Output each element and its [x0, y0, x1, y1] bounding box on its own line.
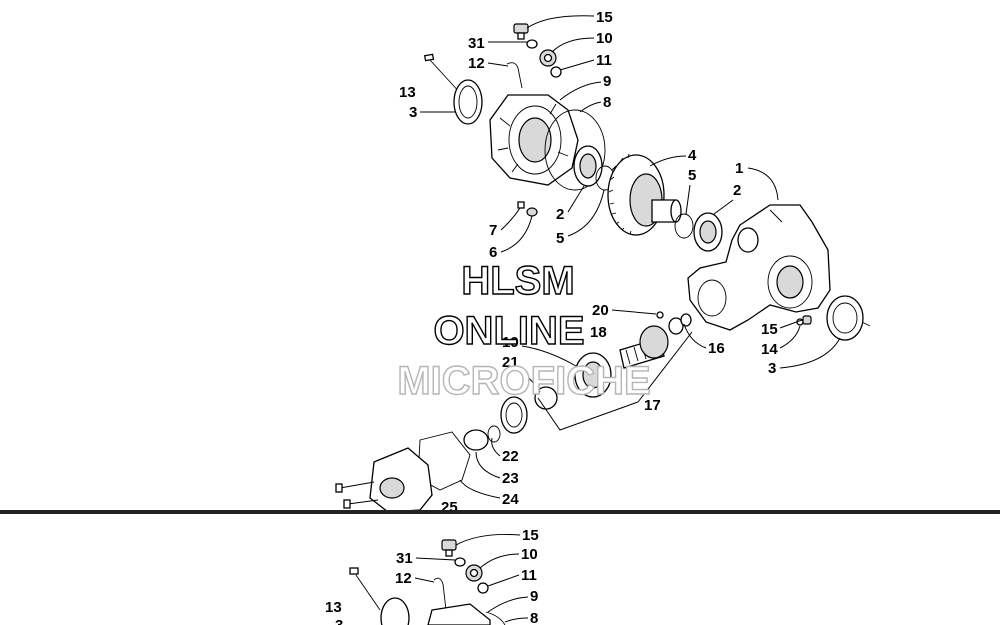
o-ring-11: [550, 66, 562, 78]
callout-20: 20: [592, 302, 609, 319]
callout-16: 16: [708, 340, 725, 357]
callout-9: 9: [603, 73, 611, 90]
callout-24: 24: [502, 491, 519, 508]
washer-31: [526, 39, 538, 49]
screw-15: [513, 23, 529, 40]
watermark-line-2: ONLINE: [433, 309, 584, 353]
washer-6: [526, 207, 538, 217]
callouts-upper: 15 31 10 11 12 9 13 3 8 4 1 5 2: [399, 9, 841, 516]
lower-callout-31: 31: [396, 550, 413, 567]
page-divider: [0, 510, 1000, 514]
callout-12: 12: [468, 55, 485, 72]
bearing-2-left: [573, 145, 603, 187]
callout-21: 21: [502, 354, 519, 371]
callout-2-b: 2: [556, 206, 564, 223]
callout-5-a: 5: [688, 167, 696, 184]
callout-14: 14: [761, 341, 778, 358]
screw-15-right: [802, 315, 812, 325]
cover-9: [489, 94, 579, 186]
lower-callout-9: 9: [530, 588, 538, 605]
callout-22: 22: [502, 448, 519, 465]
watermark-line-1: HLSM: [461, 259, 574, 303]
callout-15: 15: [596, 9, 613, 26]
callout-17: 17: [644, 397, 661, 414]
lower-callout-3: 3: [335, 617, 343, 625]
pinion-shaft-17: [619, 311, 692, 369]
pin-7: [517, 201, 525, 209]
ring-gear-4: [607, 153, 682, 236]
callout-1: 1: [735, 160, 743, 177]
callout-8: 8: [603, 94, 611, 111]
collar-23: [463, 425, 501, 451]
callout-4: 4: [688, 147, 697, 164]
lower-callout-10: 10: [521, 546, 538, 563]
vent-tube-12: [506, 62, 523, 89]
bearing-19: [574, 352, 612, 398]
cover-25: [369, 447, 433, 513]
lower-callout-13: 13: [325, 599, 342, 616]
callout-18: 18: [590, 324, 607, 341]
callout-3: 3: [409, 104, 417, 121]
lower-callout-12: 12: [395, 570, 412, 587]
housing-1: [687, 204, 831, 331]
lower-diagram: 15 31 10 11 12 9 13 8 3: [325, 527, 539, 625]
callout-7: 7: [489, 222, 497, 239]
callout-6: 6: [489, 244, 497, 261]
callout-15-b: 15: [761, 321, 778, 338]
callout-19: 19: [502, 334, 519, 351]
seal-3-upper: [453, 79, 483, 125]
callout-10: 10: [596, 30, 613, 47]
nut-10: [539, 49, 557, 67]
o-ring-8: [544, 109, 606, 191]
watermark: HLSM ONLINE MICROFICHE: [397, 258, 652, 403]
callout-13: 13: [399, 84, 416, 101]
callout-11: 11: [596, 52, 612, 69]
bolts-25: [335, 481, 379, 509]
callout-31: 31: [468, 35, 485, 52]
watermark-line-3: MICROFICHE: [397, 359, 650, 403]
bearing-cup-22: [500, 396, 528, 434]
callout-2-a: 2: [733, 182, 741, 199]
bearing-2-right: [693, 212, 723, 252]
lower-callout-11: 11: [521, 567, 537, 584]
lower-callout-15: 15: [522, 527, 539, 544]
seal-3-right: [826, 295, 871, 341]
callout-5-b: 5: [556, 230, 564, 247]
shim-5-right: [674, 213, 694, 239]
callout-3-b: 3: [768, 360, 776, 377]
lower-callout-8: 8: [530, 610, 538, 625]
callout-23: 23: [502, 470, 519, 487]
